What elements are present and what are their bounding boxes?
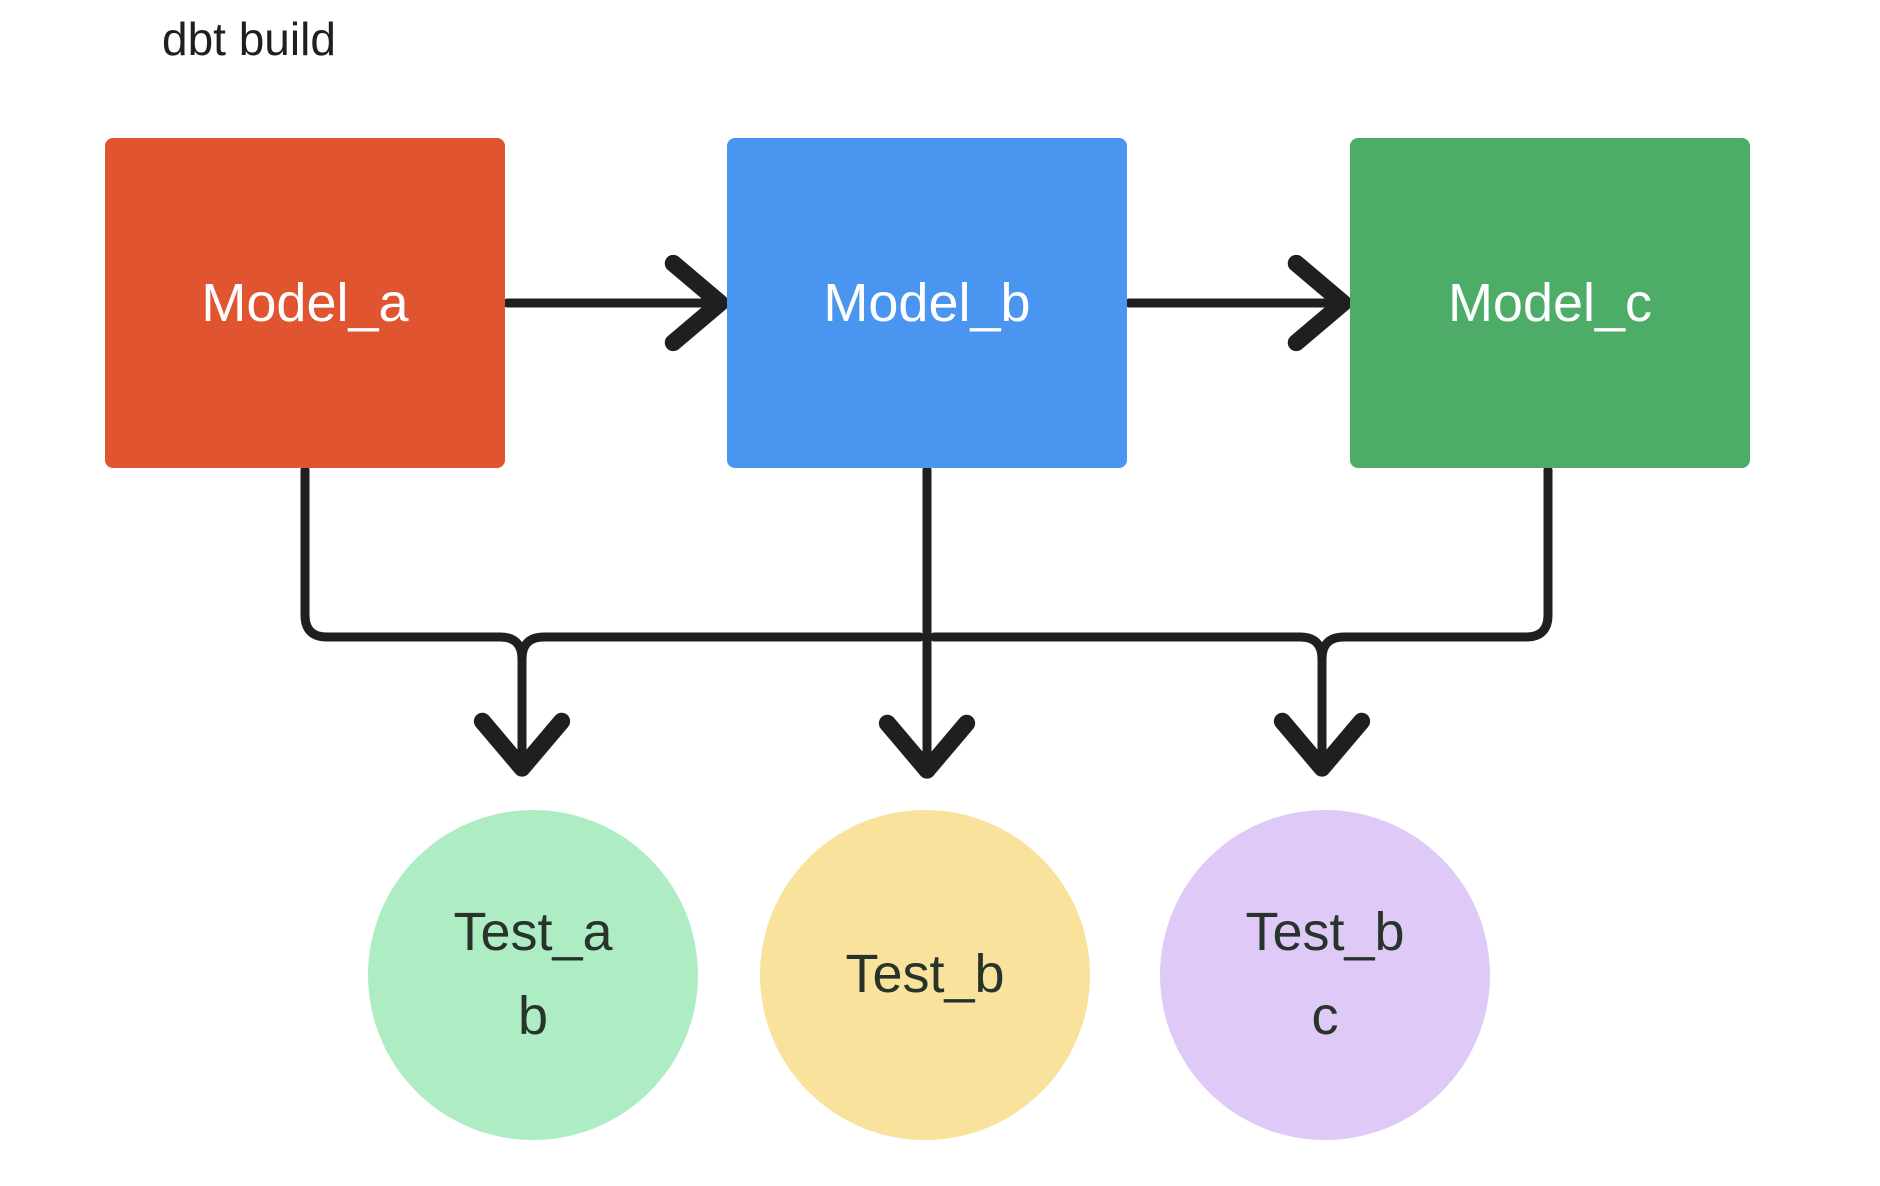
edge-model-a-to-test-ab	[300, 465, 505, 642]
node-test-ab-label: Test_ab	[453, 902, 613, 1046]
edge-bus-mid-left-join	[517, 632, 549, 664]
node-model-c[interactable]: Model_c	[1350, 138, 1750, 468]
node-model-a-label: Model_a	[201, 273, 409, 333]
node-model-a[interactable]: Model_a	[105, 138, 505, 468]
node-test-ab[interactable]: Test_ab	[368, 810, 698, 1140]
diagram-title: dbt build	[162, 13, 336, 65]
node-test-b[interactable]: Test_b	[760, 810, 1090, 1140]
edge-model-c-to-test-bc	[1317, 465, 1553, 664]
node-model-b[interactable]: Model_b	[727, 138, 1127, 468]
node-test-bc-label: Test_bc	[1245, 902, 1405, 1046]
node-model-c-label: Model_c	[1447, 273, 1653, 333]
node-test-bc[interactable]: Test_bc	[1160, 810, 1490, 1140]
node-test-b-label: Test_b	[845, 944, 1005, 1005]
node-model-b-label: Model_b	[823, 273, 1031, 333]
